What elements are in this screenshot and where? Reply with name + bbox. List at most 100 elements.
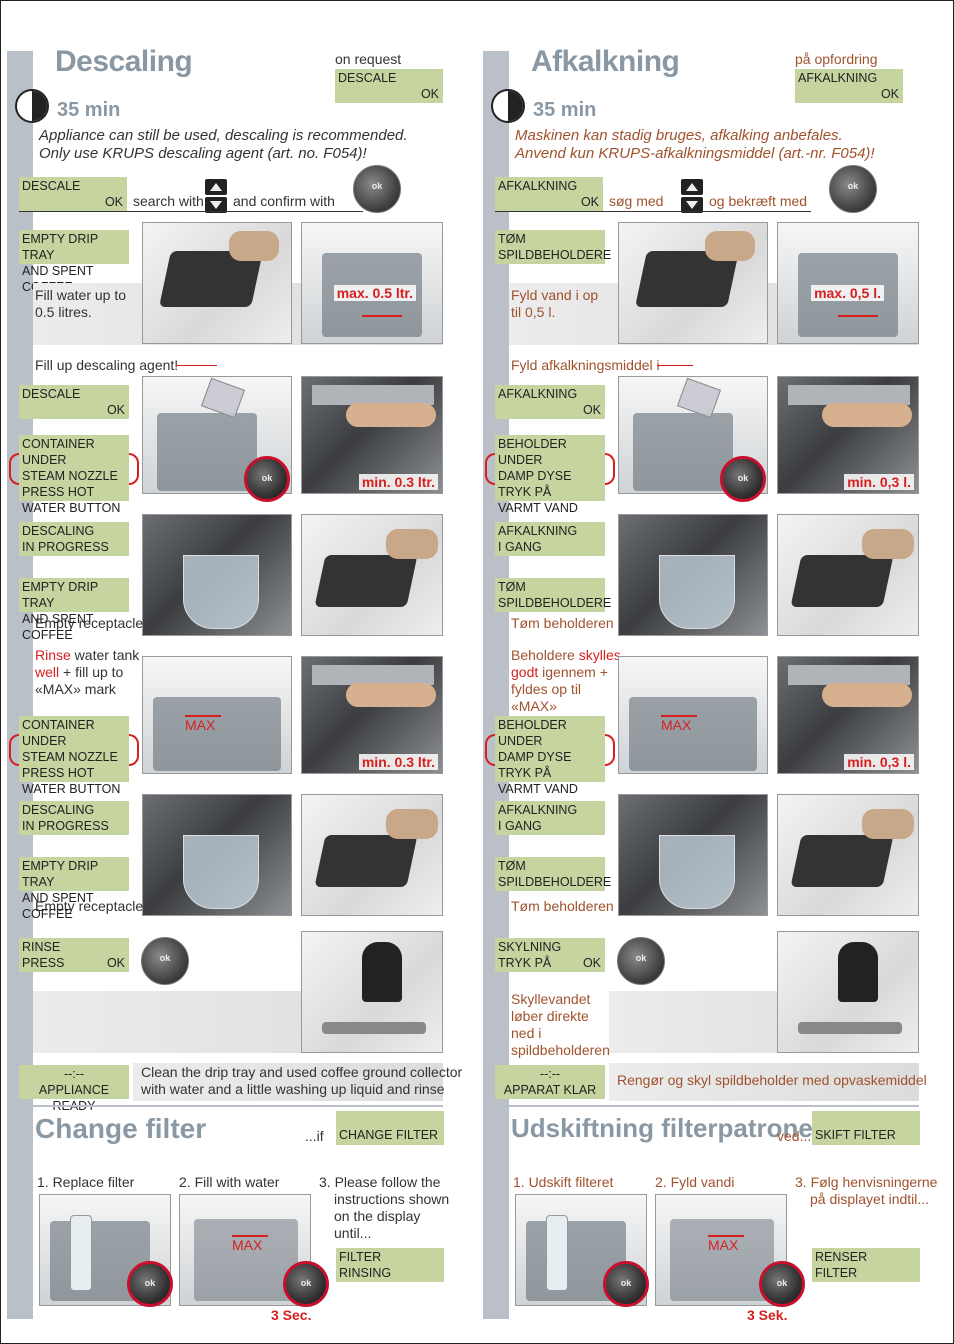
text-line: Rinse water tank <box>35 647 139 664</box>
lcd-filter-end: FILTER RINSING <box>336 1248 444 1282</box>
red-text: skylles <box>578 647 621 663</box>
lcd-text: SPILDBEHOLDERE <box>498 875 612 889</box>
ok-button-icon[interactable]: ok <box>244 456 290 502</box>
lcd-text: AFKALKNING <box>498 179 578 193</box>
lcd-text: EMPTY DRIP TRAY <box>22 859 98 889</box>
clock-half-icon <box>491 89 525 123</box>
lcd-on-request: DESCALE OK <box>335 69 443 103</box>
fill-water-photo: MAX <box>179 1194 311 1306</box>
level-line <box>232 1235 268 1237</box>
intro-text: Maskinen kan stadig bruges, afkalking an… <box>515 127 935 163</box>
rinse-instruction: Beholdere skylles godt igennem + fyldes … <box>511 647 621 715</box>
ok-button-icon[interactable]: ok <box>617 937 665 985</box>
lcd-text: TRYK PÅ <box>498 766 552 780</box>
lcd-search: AFKALKNING OK <box>495 177 603 211</box>
drip-tray-photo <box>777 794 919 916</box>
lcd-text: RENSER <box>815 1250 868 1264</box>
intro-line: Appliance can still be used, descaling i… <box>39 127 408 144</box>
min-label: min. 0,3 l. <box>844 474 914 490</box>
red-text: Rinse <box>35 647 71 663</box>
water-tank-photo: max. 0,5 l. <box>777 222 919 344</box>
lcd-text: I GANG <box>498 819 542 833</box>
lcd-text: SKYLNING <box>498 940 562 954</box>
filter-step-1: 1. Replace filter <box>37 1174 135 1190</box>
clean-text: Rengør og skyl spildbeholder med opvaske… <box>617 1072 927 1088</box>
confirm-with-text: og bekræft med <box>709 193 808 209</box>
bracket-left <box>485 734 495 766</box>
ok-button-icon[interactable]: ok <box>603 1261 649 1307</box>
lcd-text: AFKALKNING <box>498 387 578 401</box>
text-line: ned i <box>511 1025 542 1041</box>
red-text: godt <box>511 664 539 680</box>
lcd-ready: --:-- APPLIANCE READY <box>19 1065 129 1113</box>
ok-button-icon[interactable]: ok <box>141 937 189 985</box>
lcd-ok: OK <box>880 87 899 101</box>
rinse-tank-photo: MAX <box>142 656 292 774</box>
lcd-filter-end: RENSER FILTER <box>812 1248 920 1282</box>
lcd-text: DAMP DYSE <box>498 469 572 483</box>
divider <box>33 1105 443 1107</box>
lcd-text: IN PROGRESS <box>22 540 109 554</box>
section-title: Change filter <box>35 1113 207 1144</box>
ok-button-icon[interactable]: ok <box>353 165 401 213</box>
bracket-right <box>129 453 139 485</box>
search-with-text: search with <box>133 193 204 209</box>
lcd-text: STEAM NOZZLE <box>22 469 118 483</box>
rinse-instruction: Rinse water tank well + fill up to «MAX»… <box>35 647 139 698</box>
lcd-text: STEAM NOZZLE <box>22 750 118 764</box>
lcd-ok: OK <box>106 956 125 970</box>
lcd-text: DESCALE <box>338 71 397 85</box>
lcd-text: DESCALING <box>22 524 95 538</box>
ok-button-icon[interactable]: ok <box>127 1261 173 1307</box>
empty-receptacle-text: Empty receptacle <box>35 898 144 914</box>
page-title: Descaling <box>55 45 193 78</box>
up-down-arrows-icon[interactable] <box>681 179 703 213</box>
filter-if-text: ved... <box>777 1128 812 1144</box>
intro-line: Maskinen kan stadig bruges, afkalking an… <box>515 127 843 144</box>
text-line: until... <box>334 1225 372 1241</box>
bracket-left <box>485 453 495 485</box>
max-label: max. 0.5 ltr. <box>333 285 416 301</box>
bracket-left <box>9 453 19 485</box>
text-line: with water and a little washing up liqui… <box>141 1081 445 1097</box>
underline <box>19 211 363 212</box>
text: water tank <box>70 647 140 663</box>
text-line: 3. Følg henvisningerne <box>795 1174 938 1190</box>
filter-step-3: 3. Følg henvisningerne på displayet indt… <box>795 1174 941 1208</box>
lcd-text: DESCALE <box>22 387 81 401</box>
filter-step-2: 2. Fyld vandi <box>655 1174 735 1190</box>
text-line: well + fill up to <box>35 664 139 681</box>
lcd-text: TØM <box>498 232 526 246</box>
lcd-step-3: BEHOLDER UNDER DAMP DYSE TRYK PÅ VARMT V… <box>495 435 605 515</box>
page-title: Afkalkning <box>531 45 680 78</box>
lcd-text: FILTER <box>815 1266 858 1280</box>
ok-button-icon[interactable]: ok <box>829 165 877 213</box>
lcd-step-6: CONTAINER UNDER STEAM NOZZLE PRESS HOT W… <box>19 716 129 796</box>
rinse-note: Skyllevandet løber direkte ned i spildbe… <box>511 991 610 1059</box>
bracket-right <box>605 453 615 485</box>
ok-button-icon[interactable]: ok <box>759 1261 805 1307</box>
text-line: på displayet indtil... <box>810 1191 930 1207</box>
intro-line: Anvend kun KRUPS-afkalkningsmiddel (art.… <box>515 145 875 162</box>
ok-button-icon[interactable]: ok <box>283 1261 329 1307</box>
lcd-text: SKIFT FILTER <box>815 1128 896 1142</box>
ok-button-icon[interactable]: ok <box>720 456 766 502</box>
drip-tray-photo <box>142 222 292 344</box>
lcd-text: IN PROGRESS <box>22 819 109 833</box>
text-line: Clean the drip tray and used coffee grou… <box>141 1064 463 1080</box>
water-tank-photo: max. 0.5 ltr. <box>301 222 443 344</box>
min-label: min. 0.3 ltr. <box>358 474 438 490</box>
level-line <box>708 1235 744 1237</box>
lcd-step-7: DESCALING IN PROGRESS <box>19 801 129 835</box>
text-line: løber direkte <box>511 1008 589 1024</box>
lcd-text: --:-- <box>63 1067 85 1081</box>
min-label: min. 0,3 l. <box>844 754 914 770</box>
level-line <box>185 715 221 717</box>
lcd-text: --:-- <box>539 1067 561 1081</box>
pointer-line <box>177 365 217 366</box>
lcd-step-1: TØM SPILDBEHOLDERE <box>495 230 611 264</box>
lcd-ok: OK <box>106 403 125 417</box>
up-down-arrows-icon[interactable] <box>205 179 227 213</box>
lcd-text: AFKALKNING <box>498 524 578 538</box>
filter-step-1: 1. Udskift filteret <box>513 1174 614 1190</box>
